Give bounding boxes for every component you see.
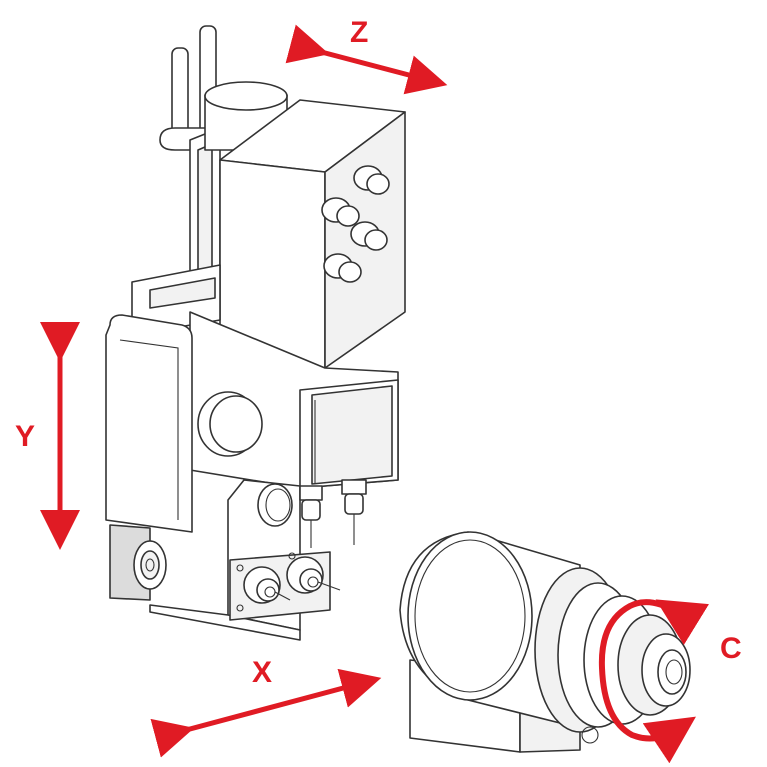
c-axis-arrow — [598, 599, 710, 764]
milling-head-assembly — [105, 25, 406, 641]
c-axis: C — [598, 599, 742, 764]
z-axis: Z — [285, 16, 448, 95]
spindle-tips — [299, 479, 367, 548]
c-axis-label: C — [720, 632, 742, 665]
x-axis-label: X — [252, 656, 272, 689]
z-axis-arrow — [285, 24, 448, 95]
x-axis-arrow — [150, 668, 382, 758]
tool-holders — [236, 552, 341, 612]
x-axis: X — [150, 656, 382, 758]
round-cover — [197, 391, 263, 457]
left-bearing — [133, 540, 167, 590]
side-plate — [105, 314, 193, 533]
rotary-spindle — [399, 531, 691, 753]
connectors — [321, 165, 390, 283]
z-axis-label: Z — [350, 16, 368, 49]
y-axis-label: Y — [15, 420, 35, 453]
y-axis: Y — [15, 322, 80, 550]
